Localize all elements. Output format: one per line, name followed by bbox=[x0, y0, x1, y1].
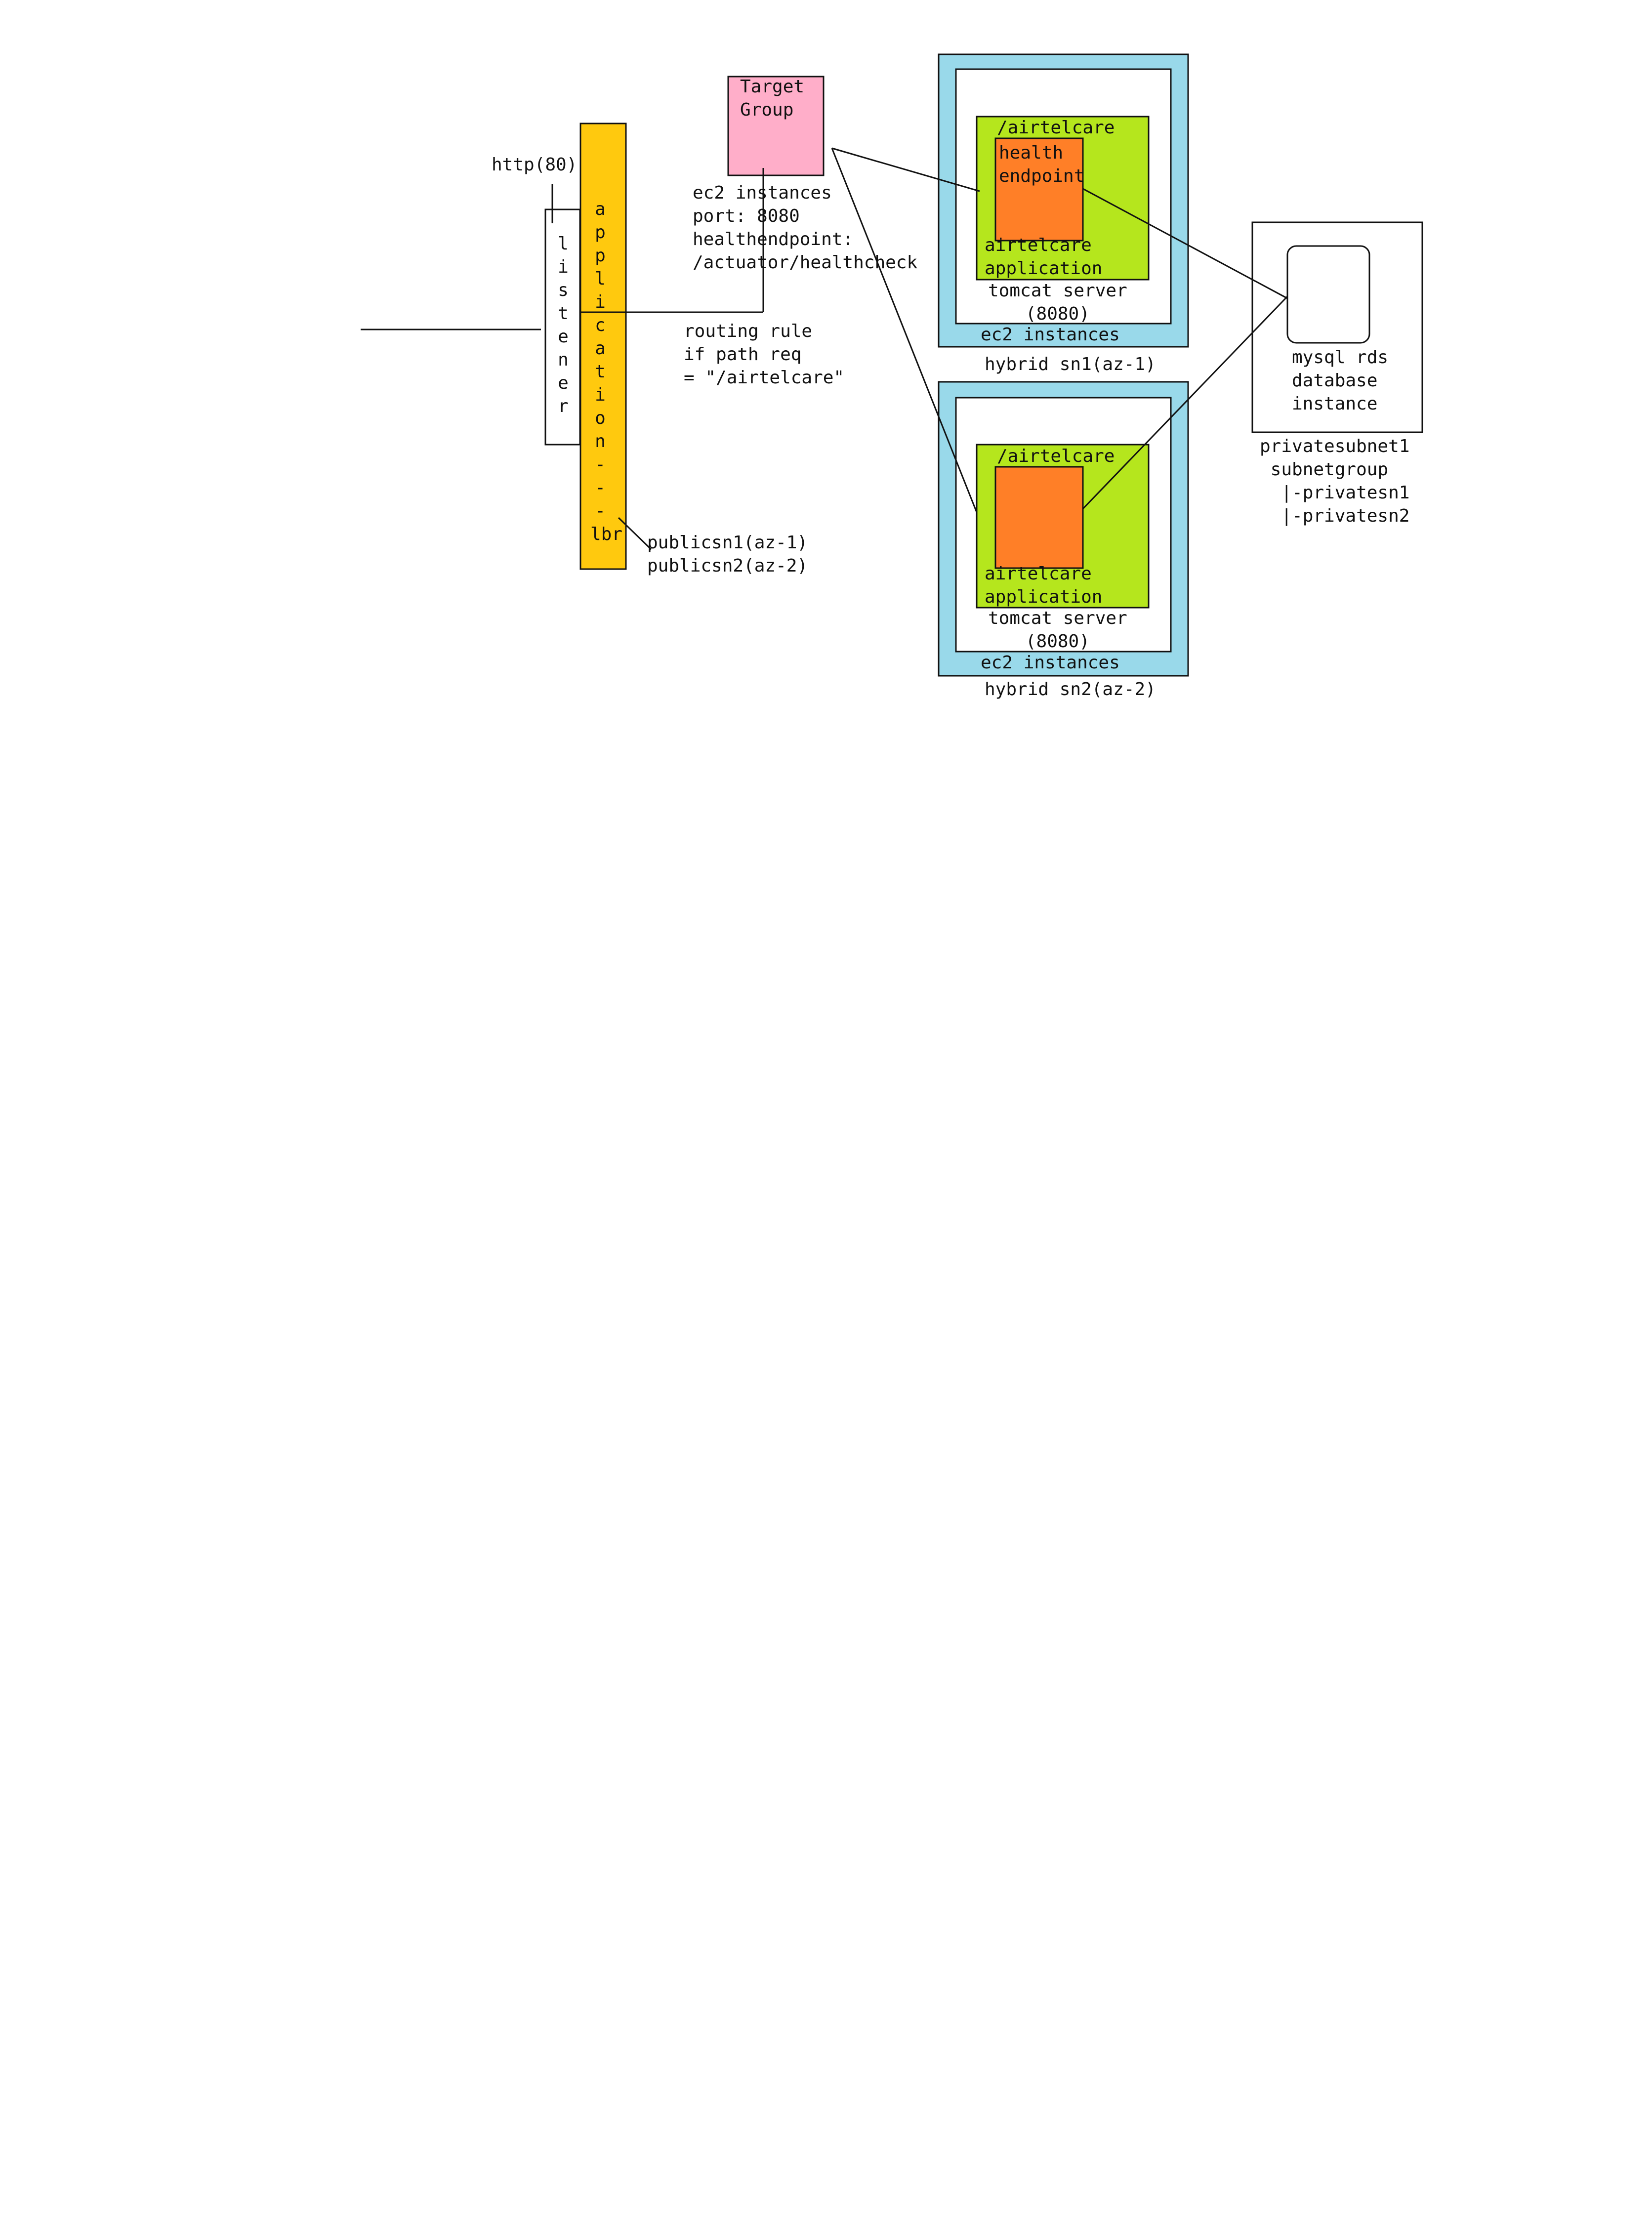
tg-to-sn2-line bbox=[831, 148, 978, 513]
sn1-path-label: /airtelcare bbox=[997, 118, 1115, 138]
sn2-server-label: tomcat server (8080) bbox=[988, 608, 1127, 652]
sn1-health-label: health endpoint bbox=[999, 143, 1085, 186]
sn1-subnet-label: hybrid sn1(az-1) bbox=[985, 354, 1156, 374]
public-subnets-label: publicsn1(az-1) publicsn2(az-2) bbox=[647, 533, 808, 576]
sn1-ec2-label: ec2 instances bbox=[981, 325, 1120, 345]
connectors bbox=[361, 147, 1288, 550]
health-endpoint-subnet2-box bbox=[994, 466, 1084, 569]
health-endpoint-subnet1-box bbox=[994, 137, 1084, 242]
sn1-server-label: tomcat server (8080) bbox=[988, 281, 1127, 324]
routing-rule-label: routing rule if path req = "/airtelcare" bbox=[684, 321, 845, 388]
sn1-health-to-db-line bbox=[1082, 188, 1288, 299]
load-balancer-bar bbox=[579, 123, 627, 570]
target-group-box bbox=[727, 76, 825, 176]
listener-port-label: http(80) bbox=[492, 155, 578, 175]
sn2-app-label: airtelcare application bbox=[985, 564, 1103, 607]
sn2-ec2-label: ec2 instances bbox=[981, 653, 1120, 673]
target-group-label: Target Group bbox=[740, 77, 805, 120]
sn2-path-label: /airtelcare bbox=[997, 446, 1115, 466]
listener-box bbox=[544, 208, 581, 446]
database-icon bbox=[1286, 245, 1370, 344]
sn1-app-label: airtelcare application bbox=[985, 235, 1103, 279]
database-subnet-group-label: privatesubnet1 subnetgroup |-privatesn1 … bbox=[1260, 436, 1410, 526]
publicsn-pointer bbox=[618, 517, 652, 550]
load-balancer-label: a p p l i c a t i o n --- lbr bbox=[590, 199, 623, 544]
sn2-subnet-label: hybrid sn2(az-2) bbox=[985, 679, 1156, 699]
tg-to-sn1-line bbox=[831, 147, 980, 192]
listener-label: l i s t e n e r bbox=[558, 234, 569, 416]
sn2-health-to-db-line bbox=[1082, 295, 1288, 510]
target-group-details: ec2 instances port: 8080 healthendpoint:… bbox=[693, 183, 918, 273]
database-label: mysql rds database instance bbox=[1292, 347, 1389, 414]
